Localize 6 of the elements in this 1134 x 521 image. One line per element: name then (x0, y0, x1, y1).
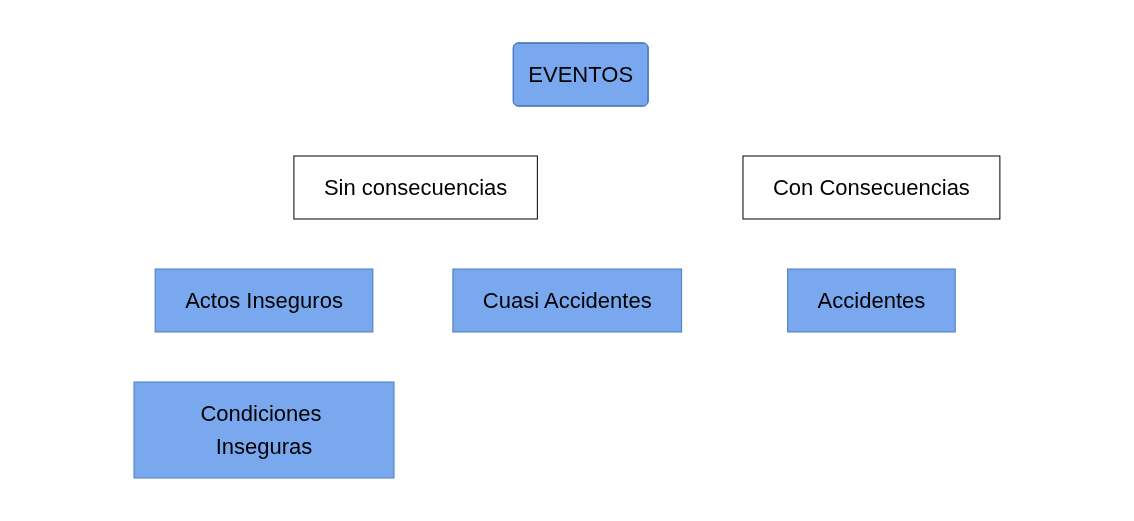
node-box: Cuasi Accidentes (452, 268, 683, 333)
node-box: Sin consecuencias (293, 155, 538, 220)
node-box: Actos Inseguros (154, 268, 374, 333)
node-box: Accidentes (787, 268, 956, 333)
node-box: Condiciones Inseguras (133, 381, 395, 479)
node-box: Con Consecuencias (742, 155, 1001, 220)
